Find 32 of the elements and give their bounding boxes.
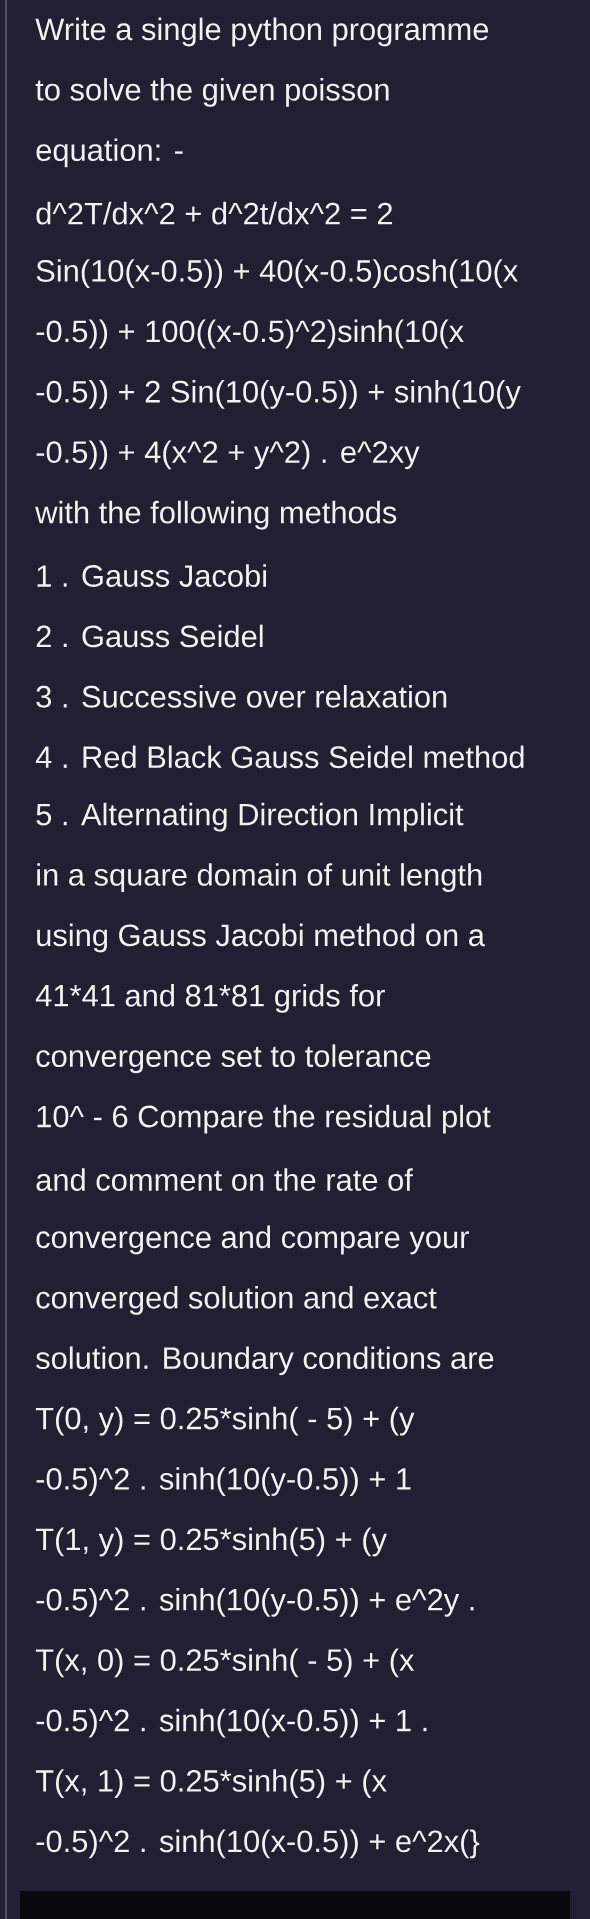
text-line: with the following methods (35, 500, 397, 530)
text-line: 10^ - 6 Compare the residual plot (37, 1104, 491, 1134)
text-line: 2 . Gauss Seidel (36, 624, 263, 648)
text-line: converged solution and exact (36, 1286, 437, 1315)
text-line: T(x, 1) = 0.25*sinh(5) + (x (35, 1769, 387, 1798)
text-line: and comment on the rate of (36, 1168, 413, 1191)
text-line: T(1, y) = 0.25*sinh(5) + (y (35, 1527, 387, 1557)
text-line: Write a single python programme (35, 17, 489, 47)
text-line: 1 . Gauss Jacobi (37, 564, 266, 587)
text-line: -0.5)) + 100((x-0.5)^2)sinh(10(x (36, 319, 464, 349)
text-line: T(0, y) = 0.25*sinh( - 5) + (y (35, 1406, 415, 1436)
text-line: -0.5)) + 4(x^2 + y^2) . e^2xy (36, 440, 420, 470)
text-line: 5 . Alternating Direction Implicit (36, 802, 464, 832)
text-line: solution. Boundary conditions are (36, 1346, 494, 1376)
bottom-bar (20, 1891, 570, 1919)
text-line: Sin(10(x-0.5)) + 40(x-0.5)cosh(10(x (36, 259, 518, 288)
text-line: 4 . Red Black Gauss Seidel method (35, 745, 524, 769)
text-line: in a square domain of unit length (37, 863, 482, 892)
text-line: using Gauss Jacobi method on a (37, 923, 485, 953)
text-line: -0.5)^2 . sinh(10(x-0.5)) + 1 . (36, 1708, 427, 1738)
text-line: d^2T/dx^2 + d^2t/dx^2 = 2 (36, 201, 393, 225)
text-line: -0.5)^2 . sinh(10(x-0.5)) + e^2x(} (36, 1829, 480, 1859)
text-line: -0.5)^2 . sinh(10(y-0.5)) + e^2y . (36, 1588, 474, 1617)
text-line: convergence and compare your (36, 1225, 469, 1255)
text-line: 3 . Successive over relaxation (36, 685, 447, 708)
text-line: 41*41 and 81*81 grids for (35, 984, 385, 1013)
text-line: equation: - (36, 138, 183, 168)
text-line: convergence set to tolerance (36, 1044, 431, 1074)
text-line: T(x, 0) = 0.25*sinh( - 5) + (x (35, 1648, 415, 1678)
text-line: -0.5)^2 . sinh(10(y-0.5)) + 1 (36, 1467, 411, 1496)
text-line: -0.5)) + 2 Sin(10(y-0.5)) + sinh(10(y (36, 380, 521, 409)
text-line: to solve the given poisson (35, 78, 389, 107)
